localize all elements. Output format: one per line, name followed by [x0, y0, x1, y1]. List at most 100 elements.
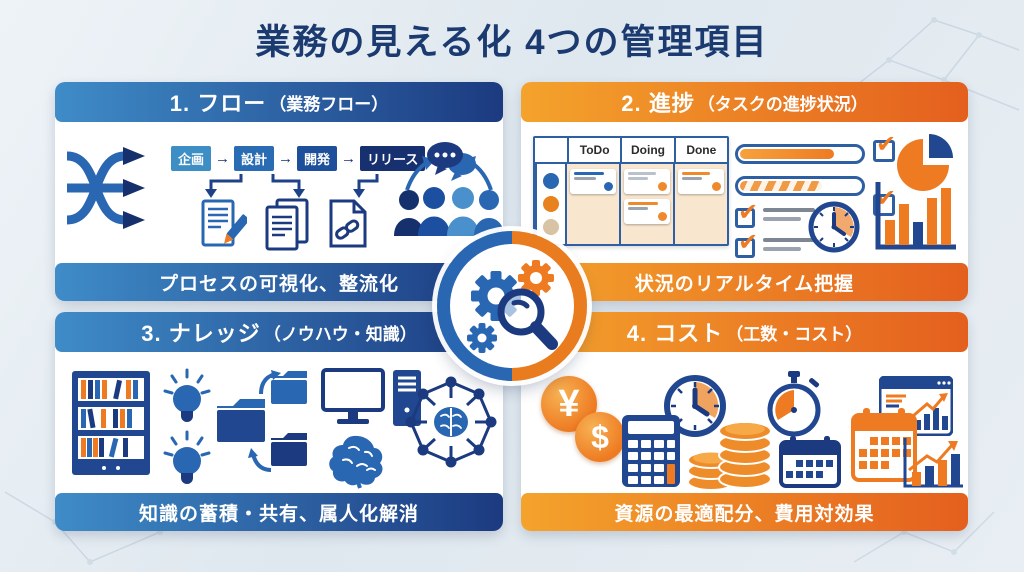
kanban-header-doing: Doing: [620, 138, 673, 162]
clock-icon: [664, 375, 726, 437]
brain-network-icon: [405, 376, 497, 468]
progress-bar-striped-icon: [735, 176, 865, 196]
lightbulb-icon: [163, 368, 211, 422]
flow-step: 設計: [234, 146, 275, 171]
kanban-header-blank: [535, 138, 567, 162]
panel-progress-caption: 状況のリアルタイム把握: [521, 263, 968, 301]
kanban-card: [678, 169, 724, 194]
kanban-card: [624, 199, 670, 224]
calendar-icon: [779, 436, 841, 488]
panel-knowledge-caption: 知識の蓄積・共有、属人化解消: [55, 493, 503, 531]
center-badge: [437, 231, 587, 381]
documents-group: [201, 198, 369, 252]
progress-fill: [740, 149, 834, 159]
panel-cost: 4. コスト （工数・コスト） ¥ $: [521, 312, 968, 531]
checklist-lines: [763, 238, 815, 256]
panel-progress-header: 2. 進捗 （タスクの進捗状況）: [521, 82, 968, 122]
panel-flow-subtitle: （業務フロー）: [269, 94, 389, 114]
team-discussion-icon: [394, 142, 504, 236]
panel-flow-title: 1. フロー: [169, 91, 267, 116]
kanban-header-done: Done: [673, 138, 727, 162]
arrow-icon: →: [278, 150, 294, 167]
flow-arrows-icon: [66, 147, 145, 229]
panel-knowledge-subtitle: （ノウハウ・知識）: [263, 324, 417, 344]
calendar-icon: [851, 408, 917, 482]
panel-cost-caption: 資源の最適配分、費用対効果: [521, 493, 968, 531]
panel-knowledge-header: 3. ナレッジ （ノウハウ・知識）: [55, 312, 503, 352]
checkbox-icon: ✔: [735, 231, 758, 258]
documents-stack-icon: [265, 198, 309, 251]
speech-bubbles-icon: [427, 142, 476, 181]
gear-icon: [467, 323, 497, 353]
panel-cost-header: 4. コスト （工数・コスト）: [521, 312, 968, 352]
clock-icon: [808, 201, 860, 253]
people-icons: [394, 187, 504, 236]
panel-progress: 2. 進捗 （タスクの進捗状況） ToDo Doing Done: [521, 82, 968, 301]
analysis-gears-icon: [467, 260, 558, 353]
kanban-col-doing: [619, 164, 673, 244]
panel-cost-title: 4. コスト: [626, 321, 724, 346]
kanban-board-icon: ToDo Doing Done: [533, 136, 729, 246]
progress-bar-icon: [735, 144, 865, 164]
kanban-card: [570, 169, 616, 194]
gear-icon: [518, 260, 554, 296]
sync-arrows-icon: [248, 370, 281, 472]
checklist-icon: ✔: [735, 201, 815, 228]
magnifier-icon: [497, 288, 558, 350]
arrow-icon: →: [215, 150, 231, 167]
kanban-swimlane-markers: [535, 164, 565, 244]
lane-dot-orange: [543, 196, 559, 212]
kanban-col-todo: [565, 164, 619, 244]
kanban-col-done: [673, 164, 727, 244]
center-badge-inner: [450, 244, 574, 368]
checkbox-icon: ✔: [873, 133, 896, 162]
flow-connectors: [205, 174, 379, 198]
panel-progress-title: 2. 進捗: [621, 91, 695, 116]
check-mark-icon: ✔: [876, 185, 897, 212]
lane-dot-tan: [543, 219, 559, 235]
growth-chart-icon: [903, 438, 963, 488]
pencil-icon: [224, 214, 247, 244]
check-mark-icon: ✔: [876, 131, 897, 158]
kanban-header-row: ToDo Doing Done: [535, 138, 727, 162]
books-row: [81, 379, 138, 458]
panel-flow: 1. フロー （業務フロー） 企画 → 設計 → 開発 → リリース: [55, 82, 504, 301]
kanban-card: [624, 169, 670, 194]
panel-knowledge-title: 3. ナレッジ: [141, 321, 261, 346]
stopwatch-icon: [767, 371, 821, 437]
panel-cost-subtitle: （工数・コスト）: [726, 324, 863, 344]
dollar-coin-icon: $: [575, 412, 625, 462]
checklist-lines: [763, 208, 815, 226]
bookshelf-icon: [72, 371, 150, 475]
checklist-icon: ✔: [735, 231, 815, 258]
computer-icon: [321, 368, 421, 426]
document-link-icon: [329, 199, 367, 248]
process-steps: 企画 → 設計 → 開発 → リリース: [171, 146, 426, 171]
panel-flow-header: 1. フロー （業務フロー）: [55, 82, 503, 122]
yen-coin-icon: ¥: [541, 376, 597, 432]
panel-progress-subtitle: （タスクの進捗状況）: [697, 94, 868, 114]
lane-dot-blue: [543, 173, 559, 189]
pie-chart-icon: [897, 134, 953, 191]
document-edit-icon: [201, 199, 247, 247]
brain-icon: [434, 407, 468, 437]
flow-step: リリース: [360, 146, 426, 171]
kanban-header-todo: ToDo: [567, 138, 620, 162]
page-title: 業務の見える化 4つの管理項目: [255, 23, 769, 62]
link-icon: [335, 219, 360, 240]
coin-stack-icon: [718, 421, 772, 489]
progress-fill-striped: [740, 181, 822, 191]
check-mark-icon: ✔: [738, 199, 759, 226]
check-mark-icon: ✔: [738, 229, 759, 256]
bar-chart-icon: [875, 182, 956, 250]
brain-icon: [329, 435, 383, 489]
lightbulb-icon: [163, 430, 211, 484]
flow-step: 企画: [171, 146, 212, 171]
checkbox-icon: ✔: [735, 201, 758, 228]
arrow-icon: →: [341, 150, 357, 167]
flow-step: 開発: [297, 146, 338, 171]
calculator-icon: [622, 415, 680, 487]
checkbox-icon: ✔: [873, 187, 896, 216]
panel-flow-caption: プロセスの可視化、整流化: [55, 263, 503, 301]
